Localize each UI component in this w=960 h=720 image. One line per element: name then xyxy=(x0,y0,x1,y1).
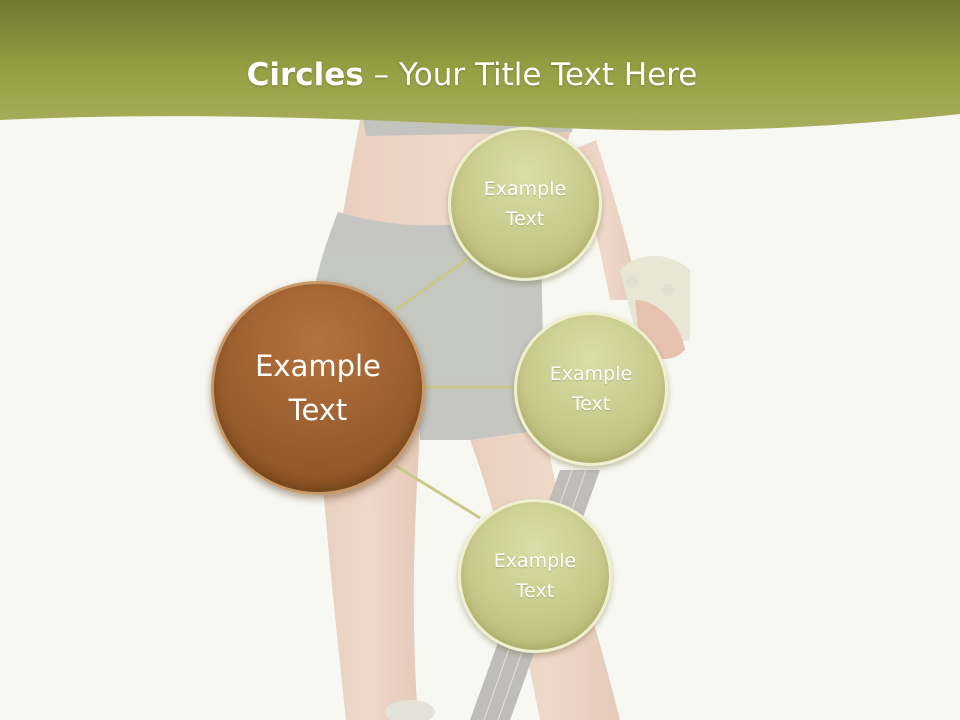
center-circle-label: Example Text xyxy=(255,349,381,427)
title-bold-text: Circles xyxy=(246,57,364,93)
outer-circle-middle: Example Text xyxy=(514,312,668,466)
outer-circle-top: Example Text xyxy=(448,127,602,281)
outer-circle-middle-label: Example Text xyxy=(549,363,633,415)
title-rest-text: – Your Title Text Here xyxy=(363,57,698,93)
outer-circle-bottom: Example Text xyxy=(458,499,612,653)
slide-title: Circles – Your Title Text Here xyxy=(0,52,944,98)
connector-line-top xyxy=(395,252,475,312)
outer-circle-bottom-label: Example Text xyxy=(493,550,577,602)
connector-line-bottom xyxy=(395,464,481,520)
center-circle: Example Text xyxy=(211,281,425,495)
header-band xyxy=(0,0,960,131)
outer-circle-top-label: Example Text xyxy=(483,178,567,230)
